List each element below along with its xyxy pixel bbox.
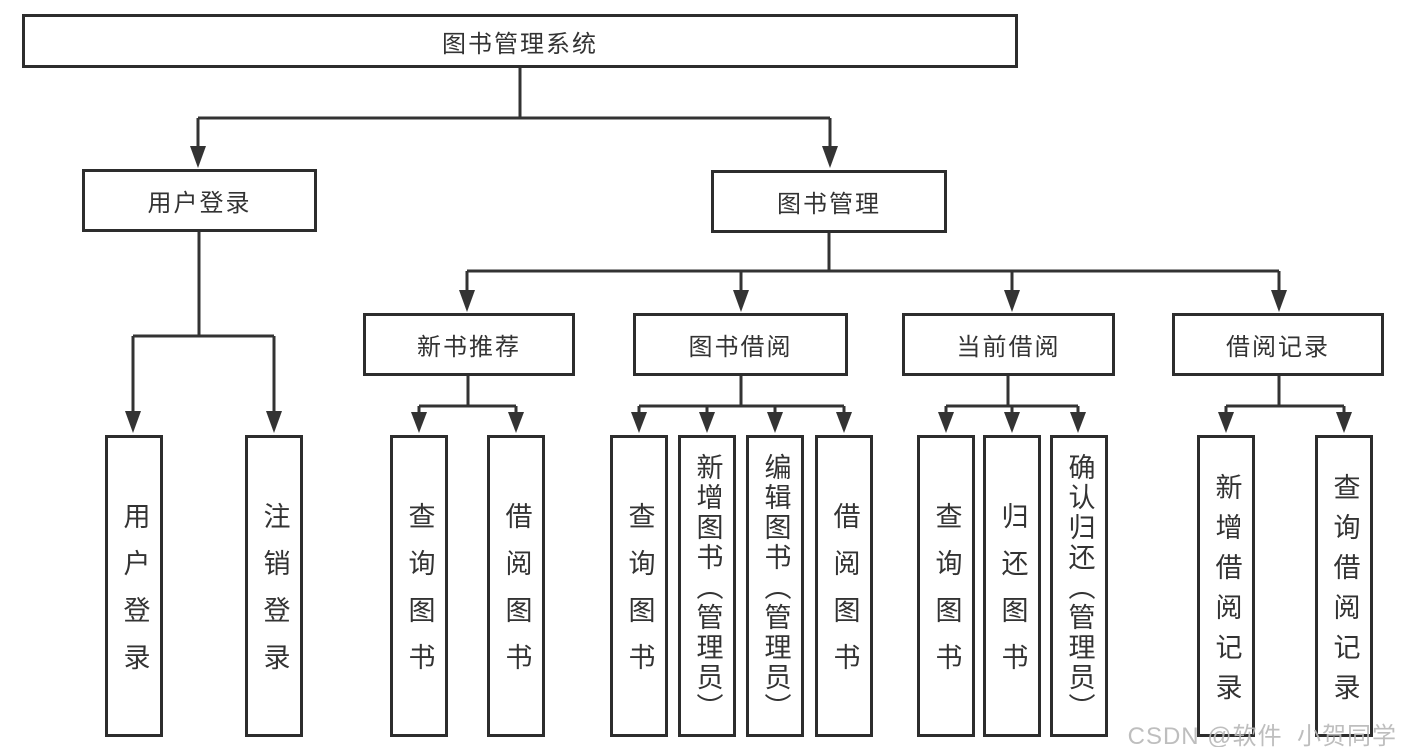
leaf-user-login: 用户登录 bbox=[105, 435, 163, 737]
leaf-confirm-return-admin: 确认归还（管理员） bbox=[1050, 435, 1108, 737]
leaf-add-borrow-record: 新增借阅记录 bbox=[1197, 435, 1255, 737]
node-book-management: 图书管理 bbox=[711, 170, 947, 233]
node-borrow-records: 借阅记录 bbox=[1172, 313, 1384, 376]
leaf-query-books-borrow: 查询图书 bbox=[610, 435, 668, 737]
leaf-edit-books-admin: 编辑图书（管理员） bbox=[746, 435, 804, 737]
node-user-login: 用户登录 bbox=[82, 169, 317, 232]
leaf-borrow-books-recommend: 借阅图书 bbox=[487, 435, 545, 737]
csdn-watermark: CSDN @软件_小贺同学 bbox=[1127, 723, 1397, 747]
node-book-borrow: 图书借阅 bbox=[633, 313, 848, 376]
leaf-logout-login: 注销登录 bbox=[245, 435, 303, 737]
leaf-query-books-recommend: 查询图书 bbox=[390, 435, 448, 737]
arrowheads bbox=[125, 146, 1352, 433]
leaf-add-books-admin: 新增图书（管理员） bbox=[678, 435, 736, 737]
leaf-query-borrow-record: 查询借阅记录 bbox=[1315, 435, 1373, 737]
root-node-library-system: 图书管理系统 bbox=[22, 14, 1018, 68]
leaf-return-books: 归还图书 bbox=[983, 435, 1041, 737]
node-new-book-recommend: 新书推荐 bbox=[363, 313, 575, 376]
leaf-query-books-current: 查询图书 bbox=[917, 435, 975, 737]
node-current-borrow: 当前借阅 bbox=[902, 313, 1115, 376]
leaf-borrow-books: 借阅图书 bbox=[815, 435, 873, 737]
